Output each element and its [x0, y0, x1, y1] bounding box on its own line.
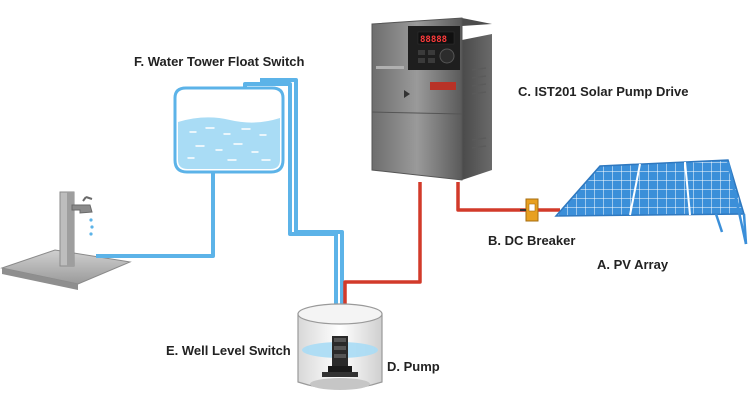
- float-switch-line: [260, 78, 344, 340]
- water-tower: [173, 86, 285, 174]
- drive-to-breaker-cable: [456, 182, 526, 212]
- dc-breaker: [520, 198, 539, 222]
- faucet-base-side: [2, 268, 78, 290]
- float-switch-label: F. Water Tower Float Switch: [134, 54, 305, 69]
- water-ripples: [187, 127, 271, 161]
- faucet: [0, 191, 132, 290]
- well: [297, 303, 383, 390]
- drive-panel-seam: [371, 111, 463, 115]
- pv-panel: [554, 159, 746, 217]
- tower-water: [178, 117, 280, 169]
- drive-brand-strip: [376, 66, 404, 69]
- pv-array-label: A. PV Array: [597, 257, 669, 272]
- faucet-handle: [82, 196, 93, 202]
- drive-control-knob: [439, 48, 455, 64]
- faucet-spout: [71, 204, 93, 214]
- water-drop: [89, 232, 93, 236]
- drive-vents: [471, 67, 487, 149]
- pv-stand: [714, 161, 748, 245]
- faucet-base: [0, 249, 132, 285]
- dc-breaker-switch: [528, 203, 536, 212]
- pump-label: D. Pump: [387, 359, 440, 374]
- solar-pump-drive: 88888: [371, 17, 492, 181]
- well-rim: [297, 303, 383, 325]
- well-bottom: [310, 378, 370, 390]
- drive-keypad: [418, 50, 435, 63]
- pv-array: [554, 159, 748, 245]
- pv-divider: [684, 161, 691, 216]
- dc-breaker-label: B. DC Breaker: [488, 233, 575, 248]
- faucet-post-shade: [67, 192, 74, 266]
- well-level-switch-label: E. Well Level Switch: [166, 343, 291, 358]
- water-drop: [90, 225, 94, 229]
- supply-pipe: [96, 170, 215, 258]
- drive-red-badge: [430, 82, 456, 90]
- drive-display: [417, 31, 455, 45]
- water-drop: [89, 218, 93, 222]
- pump-drive-label: C. IST201 Solar Pump Drive: [518, 84, 689, 99]
- pump-motor: [322, 336, 358, 377]
- pv-divider: [629, 163, 641, 216]
- drive-side-panel: [462, 34, 492, 180]
- drive-display-digits: 88888: [420, 35, 447, 45]
- drive-indicator-triangle: [404, 90, 410, 98]
